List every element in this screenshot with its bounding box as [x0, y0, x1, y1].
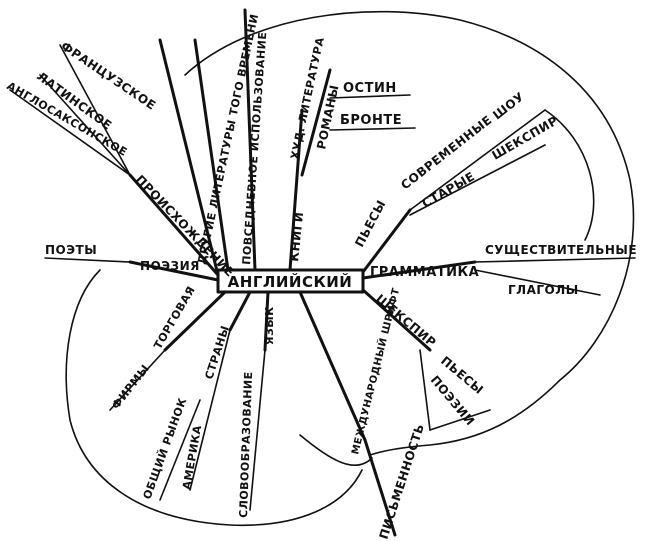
label-ostin: ОСТИН — [343, 81, 397, 96]
label-amerika: АМЕРИКА — [180, 424, 204, 491]
label-pismennost: ПИСЬМЕННОСТЬ — [377, 422, 428, 541]
outer-loop-left — [65, 269, 363, 527]
label-poety: ПОЭТЫ — [45, 243, 97, 257]
label-sushchestvitelnye: СУЩЕСТВИТЕЛЬНЫЕ — [485, 243, 637, 257]
label-grammatika: ГРАММАТИКА — [370, 265, 479, 280]
label-pesy: ПЬЕСЫ — [352, 198, 388, 250]
secondary-lines — [9, 44, 636, 511]
label-sovremennye: СОВРЕМЕННЫЕ — [398, 113, 494, 193]
label-shou: ШОУ — [490, 89, 527, 122]
center-label: АНГЛИЙСКИЙ — [228, 272, 353, 291]
label-glagoly: ГЛАГОЛЫ — [508, 283, 579, 297]
label-poeziya: ПОЭЗИЯ — [140, 259, 200, 273]
shakespeare-loop — [544, 109, 595, 241]
label-firmy: ФИРМЫ — [109, 362, 152, 412]
label-knigi: КНИГИ — [287, 211, 306, 262]
label-slovoobrazovanie: СЛОВООБРАЗОВАНИЕ — [237, 371, 255, 518]
label-bronte: БРОНТЕ — [340, 113, 402, 128]
label-mezhdunarodnyi: МЕЖДУНАРОДНЫЙ ШРИФТ — [348, 286, 402, 455]
label-strany: СТРАНЫ — [202, 324, 232, 381]
spokes — [128, 8, 477, 537]
label-yazyk: ЯЗЫК — [263, 306, 276, 345]
outer-loop-right — [184, 10, 635, 456]
lower-loop — [299, 434, 373, 467]
